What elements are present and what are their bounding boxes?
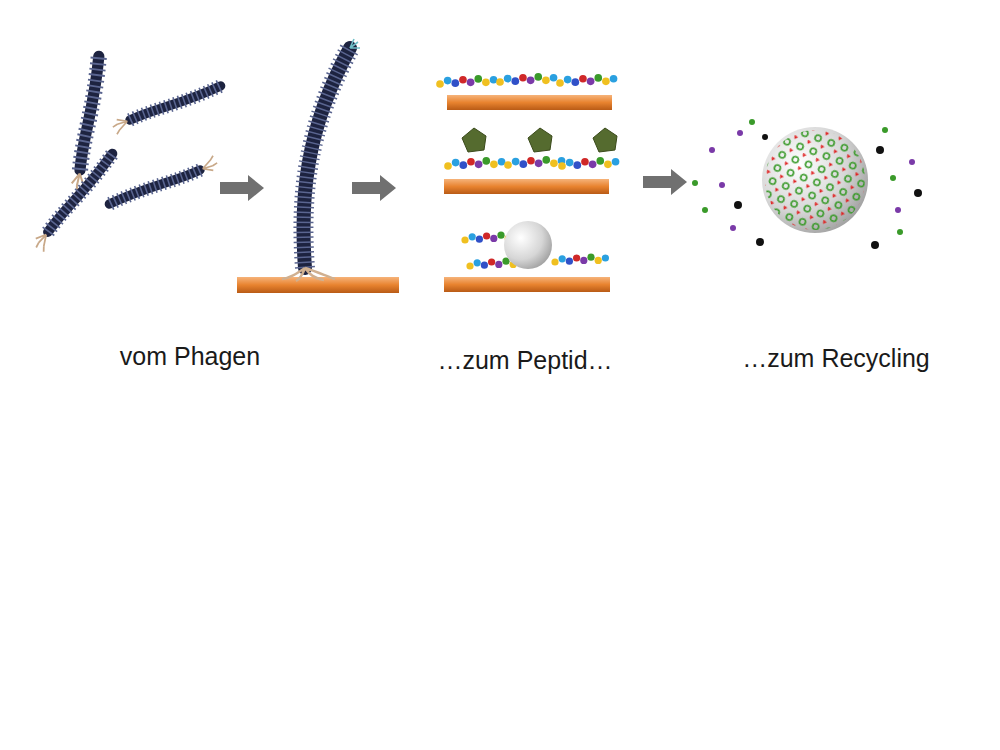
bound-phage	[237, 39, 399, 293]
stage-label: vom Phagen	[120, 342, 260, 371]
process-arrow	[220, 175, 264, 201]
recycling-particle	[692, 119, 922, 249]
free-phages	[19, 56, 220, 253]
process-arrow	[643, 169, 687, 195]
process-arrow	[352, 175, 396, 201]
peptide-surfaces	[436, 73, 619, 292]
stage-label: …zum Recycling	[742, 344, 930, 373]
stage-label: …zum Peptid…	[437, 346, 612, 375]
